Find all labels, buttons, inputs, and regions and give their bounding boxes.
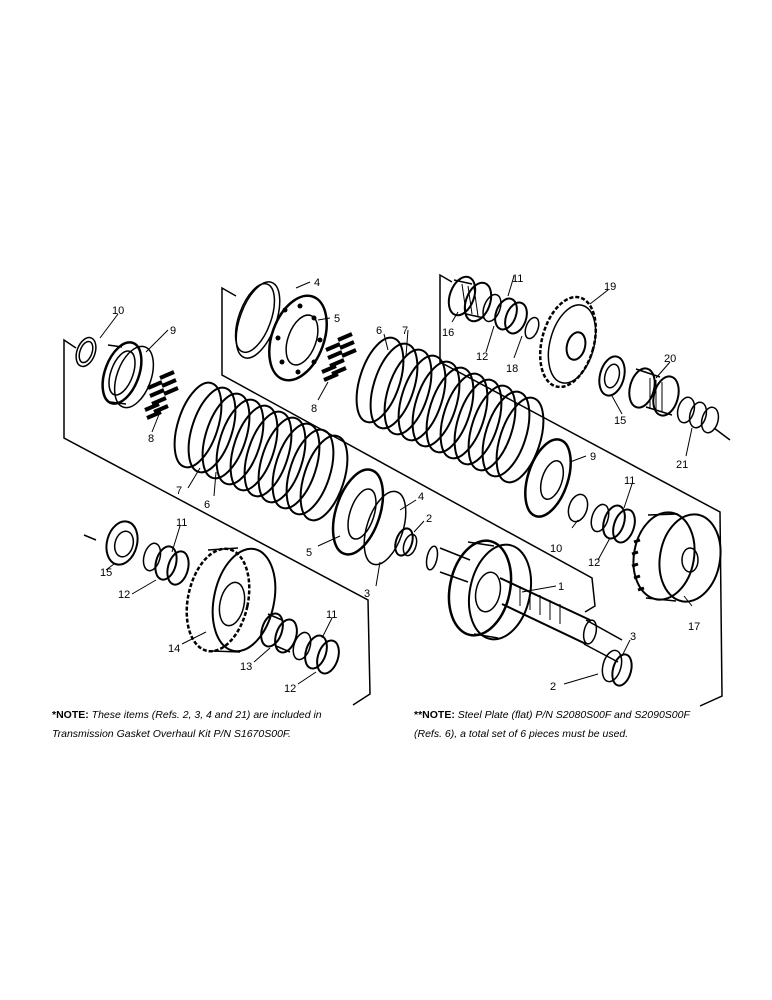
callout-1: 1 (558, 581, 564, 593)
callout-20: 20 (664, 353, 676, 365)
part-1-main-shaft (425, 539, 623, 663)
callout-5: 5 (306, 547, 312, 559)
note-text-line1: These items (Refs. 2, 3, 4 and 21) are i… (91, 709, 322, 721)
callout-3: 3 (630, 631, 636, 643)
note-gasket-kit: *NOTE: These items (Refs. 2, 3, 4 and 21… (52, 706, 392, 744)
part-15-bearing-lower (105, 520, 139, 566)
group-outline-left (63, 338, 371, 706)
part-11-12-bearing-upper (482, 293, 528, 335)
callout-4: 4 (418, 491, 424, 503)
part-15-bearing-upper (598, 355, 626, 397)
callout-11: 11 (624, 475, 635, 487)
callout-9: 9 (170, 325, 176, 337)
part-10-snap-ring (75, 336, 97, 368)
leader-lines (99, 275, 693, 685)
part-2-3-rings-lower (601, 649, 633, 687)
callout-11: 11 (512, 273, 523, 285)
part-8-springs-upper (321, 332, 357, 382)
part-4-seal-upper (234, 281, 281, 359)
callout-19: 19 (604, 281, 616, 293)
callout-17: 17 (688, 621, 700, 633)
part-18-ring (524, 316, 540, 340)
callout-7: 7 (176, 485, 182, 497)
part-11-12-bearing-lower-left (142, 542, 190, 586)
group-outline-center (221, 286, 596, 613)
part-4-seal-left (363, 490, 407, 566)
callout-21: 21 (676, 459, 688, 471)
callout-11: 11 (176, 517, 187, 529)
callout-8: 8 (148, 433, 154, 445)
callout-14: 14 (168, 643, 180, 655)
note-text-line1: Steel Plate (flat) P/N S2080S00F and S20… (457, 709, 690, 721)
group-outline-right (439, 273, 723, 707)
part-2-ring-middle (394, 527, 418, 557)
callout-12: 12 (284, 683, 296, 695)
callout-11: 11 (326, 609, 337, 621)
callout-12: 12 (588, 557, 600, 569)
part-5-piston-left (331, 468, 385, 556)
part-5-piston-upper (268, 294, 328, 382)
note-label: **NOTE: (414, 709, 455, 721)
note-steel-plate: **NOTE: Steel Plate (flat) P/N S2080S00F… (414, 706, 744, 744)
group-outline-bottom (83, 534, 97, 541)
callout-4: 4 (314, 277, 320, 289)
part-14-gear-drum (185, 547, 277, 653)
part-17-gear-drum (631, 511, 722, 603)
callout-5: 5 (334, 313, 340, 325)
callout-10: 10 (550, 543, 562, 555)
part-9-hub (101, 341, 155, 409)
part-16-needle-bearing (447, 275, 493, 323)
callout-16: 16 (442, 327, 454, 339)
callout-12: 12 (118, 589, 130, 601)
callout-2: 2 (550, 681, 556, 693)
callout-8: 8 (311, 403, 317, 415)
callout-15: 15 (100, 567, 112, 579)
callout-6: 6 (204, 499, 210, 511)
part-11-12-bearing-lower (292, 631, 340, 675)
callout-10: 10 (112, 305, 124, 317)
callout-2: 2 (426, 513, 432, 525)
note-label: *NOTE: (52, 709, 89, 721)
part-10-snap-ring-right (567, 493, 589, 523)
callout-15: 15 (614, 415, 626, 427)
part-21-seal-rings (676, 396, 731, 441)
callout-18: 18 (506, 363, 518, 375)
clutch-pack-right (355, 336, 545, 484)
note-text-line2: Transmission Gasket Overhaul Kit P/N S16… (52, 728, 291, 740)
callout-labels: 1 2 2 3 3 4 4 5 5 6 6 7 7 8 8 9 9 10 10 … (100, 273, 700, 695)
part-19-gear (538, 295, 598, 389)
part-20-sleeve (628, 367, 680, 417)
callout-12: 12 (476, 351, 488, 363)
callout-13: 13 (240, 661, 252, 673)
callout-3: 3 (364, 588, 370, 600)
part-11-12-bearing-right (590, 503, 636, 544)
note-text-line2: (Refs. 6), a total set of 6 pieces must … (414, 728, 629, 740)
clutch-pack-left (173, 381, 349, 522)
part-8-springs-left (144, 370, 179, 420)
callout-7: 7 (402, 325, 408, 337)
part-9-hub-right (524, 438, 572, 518)
callout-6: 6 (376, 325, 382, 337)
callout-9: 9 (590, 451, 596, 463)
